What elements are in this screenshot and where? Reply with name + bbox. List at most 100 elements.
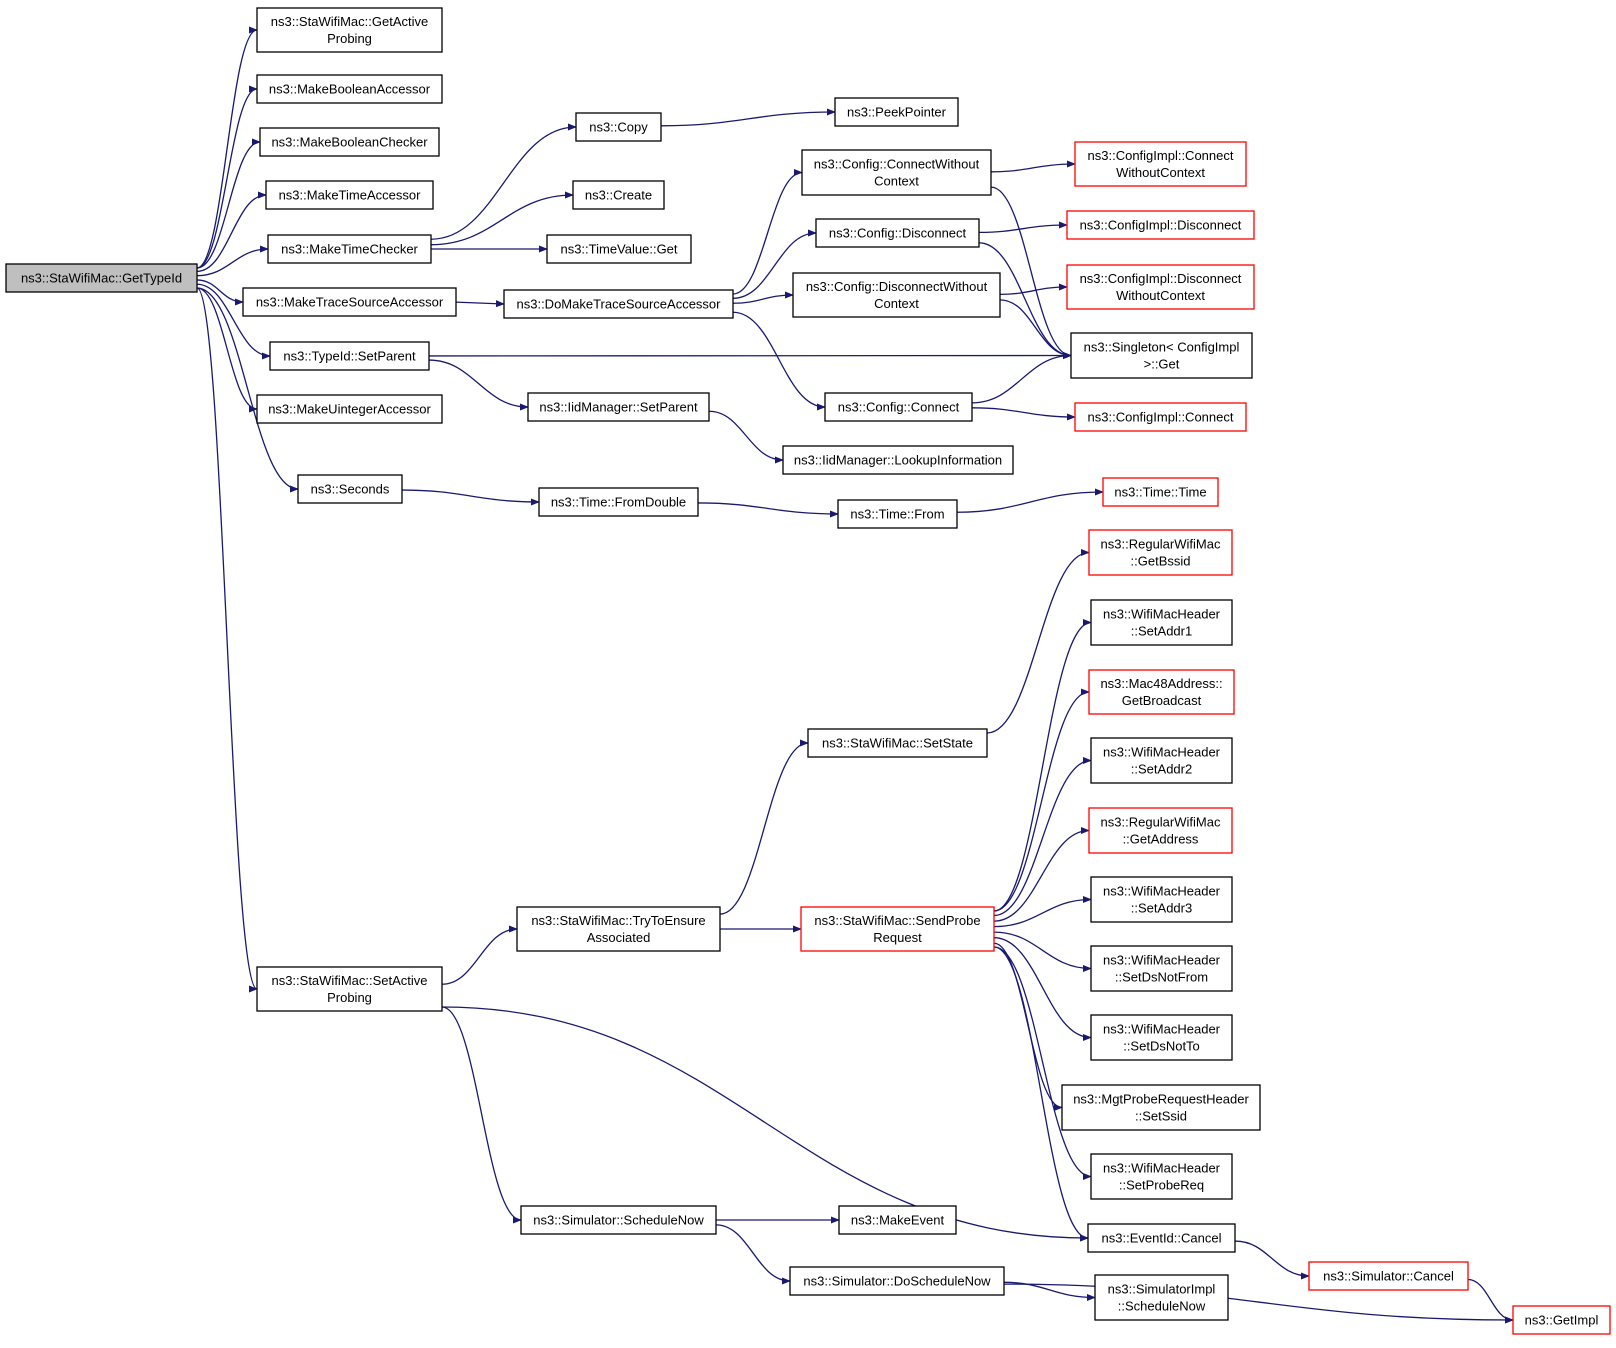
node-timeValueGet[interactable]: ns3::TimeValue::Get bbox=[546, 234, 692, 264]
edge-seconds-to-timeFromDouble bbox=[401, 489, 540, 506]
node-cfgDisconnect[interactable]: ns3::Config::Disconnect bbox=[815, 218, 980, 248]
node-root[interactable]: ns3::StaWifiMac::GetTypeId bbox=[5, 263, 198, 293]
edge-makeTimeChecker-to-copy bbox=[430, 123, 577, 240]
node-setSsid[interactable]: ns3::MgtProbeRequestHeader::SetSsid bbox=[1061, 1084, 1261, 1131]
node-makeBooleanChecker[interactable]: ns3::MakeBooleanChecker bbox=[259, 127, 440, 157]
edge-makeTraceSourceAccessor-to-doMakeTraceSourceAccessor bbox=[455, 300, 505, 308]
node-lookupInformation[interactable]: ns3::IidManager::LookupInformation bbox=[782, 445, 1014, 475]
node-label: ns3::StaWifiMac::SetState bbox=[822, 736, 973, 751]
edge-sendProbe-to-setDsNotTo bbox=[993, 937, 1092, 1042]
node-label: ::SetDsNotFrom bbox=[1115, 970, 1208, 985]
node-makeTimeChecker[interactable]: ns3::MakeTimeChecker bbox=[267, 234, 432, 264]
node-box bbox=[269, 341, 430, 371]
node-implDisconnect[interactable]: ns3::ConfigImpl::Disconnect bbox=[1066, 210, 1255, 240]
node-cfgConnect[interactable]: ns3::Config::Connect bbox=[824, 392, 973, 422]
node-typeIdSetParent[interactable]: ns3::TypeId::SetParent bbox=[269, 341, 430, 371]
node-label: ns3::MakeTraceSourceAccessor bbox=[256, 295, 444, 310]
node-setDsNotTo[interactable]: ns3::WifiMacHeader::SetDsNotTo bbox=[1090, 1014, 1233, 1061]
node-doScheduleNow[interactable]: ns3::Simulator::DoScheduleNow bbox=[789, 1266, 1005, 1296]
node-makeUintegerAccessor[interactable]: ns3::MakeUintegerAccessor bbox=[256, 394, 443, 424]
node-setAddr2[interactable]: ns3::WifiMacHeader::SetAddr2 bbox=[1090, 737, 1233, 784]
node-implScheduleNow[interactable]: ns3::SimulatorImpl::ScheduleNow bbox=[1094, 1274, 1229, 1321]
node-setProbeReq[interactable]: ns3::WifiMacHeader::SetProbeReq bbox=[1090, 1153, 1233, 1200]
node-label: WithoutContext bbox=[1116, 165, 1205, 180]
node-simCancel[interactable]: ns3::Simulator::Cancel bbox=[1308, 1261, 1469, 1291]
node-label: ns3::StaWifiMac::SendProbe bbox=[814, 913, 980, 928]
node-box bbox=[1094, 1274, 1229, 1321]
node-label: ns3::Config::Disconnect bbox=[829, 226, 967, 241]
node-box bbox=[516, 906, 721, 952]
node-implDisconnectWithout[interactable]: ns3::ConfigImpl::DisconnectWithoutContex… bbox=[1066, 264, 1255, 310]
node-setState[interactable]: ns3::StaWifiMac::SetState bbox=[807, 728, 988, 758]
edge-sendProbe-to-setAddr2 bbox=[993, 756, 1092, 917]
node-makeBooleanAccessor[interactable]: ns3::MakeBooleanAccessor bbox=[256, 74, 443, 104]
node-label: ns3::Config::Connect bbox=[838, 400, 960, 415]
node-seconds[interactable]: ns3::Seconds bbox=[297, 474, 403, 504]
node-makeTraceSourceAccessor[interactable]: ns3::MakeTraceSourceAccessor bbox=[242, 287, 457, 317]
node-box bbox=[1066, 210, 1255, 240]
node-label: Probing bbox=[327, 31, 372, 46]
node-create[interactable]: ns3::Create bbox=[572, 180, 665, 210]
edge-sendProbe-to-setAddr3 bbox=[993, 895, 1092, 928]
node-label: ::GetBssid bbox=[1131, 554, 1191, 569]
node-peekPointer[interactable]: ns3::PeekPointer bbox=[834, 97, 959, 127]
edge-tryToEnsure-to-setState bbox=[719, 739, 809, 915]
node-timeTime[interactable]: ns3::Time::Time bbox=[1102, 477, 1219, 507]
node-getAddress[interactable]: ns3::RegularWifiMac::GetAddress bbox=[1088, 807, 1233, 854]
node-box bbox=[789, 1266, 1005, 1296]
node-box bbox=[1074, 402, 1247, 432]
node-setAddr3[interactable]: ns3::WifiMacHeader::SetAddr3 bbox=[1090, 876, 1233, 923]
node-doMakeTraceSourceAccessor[interactable]: ns3::DoMakeTraceSourceAccessor bbox=[503, 289, 734, 319]
node-label: ns3::IidManager::SetParent bbox=[539, 400, 698, 415]
edge-iidSetParent-to-lookupInformation bbox=[708, 410, 784, 464]
node-label: Context bbox=[874, 174, 919, 189]
node-setDsNotFrom[interactable]: ns3::WifiMacHeader::SetDsNotFrom bbox=[1090, 945, 1233, 992]
node-getImpl[interactable]: ns3::GetImpl bbox=[1512, 1305, 1611, 1335]
node-box bbox=[801, 149, 992, 196]
node-label: ns3::IidManager::LookupInformation bbox=[794, 453, 1002, 468]
node-box bbox=[1066, 264, 1255, 310]
node-copy[interactable]: ns3::Copy bbox=[575, 112, 662, 142]
node-box bbox=[1512, 1305, 1611, 1335]
node-label: Probing bbox=[327, 990, 372, 1005]
node-makeTimeAccessor[interactable]: ns3::MakeTimeAccessor bbox=[265, 180, 434, 210]
node-box bbox=[267, 234, 432, 264]
node-getBssid[interactable]: ns3::RegularWifiMac::GetBssid bbox=[1088, 529, 1233, 576]
node-eventIdCancel[interactable]: ns3::EventId::Cancel bbox=[1087, 1223, 1236, 1253]
node-makeEvent[interactable]: ns3::MakeEvent bbox=[838, 1205, 957, 1235]
node-box bbox=[520, 1205, 717, 1235]
node-timeFromDouble[interactable]: ns3::Time::FromDouble bbox=[538, 487, 699, 517]
node-scheduleNow[interactable]: ns3::Simulator::ScheduleNow bbox=[520, 1205, 717, 1235]
node-box bbox=[1090, 599, 1233, 646]
edge-setActiveProbing-to-tryToEnsure bbox=[441, 925, 518, 985]
node-iidSetParent[interactable]: ns3::IidManager::SetParent bbox=[527, 392, 710, 422]
edge-typeIdSetParent-to-iidSetParent bbox=[428, 359, 529, 411]
node-label: ns3::ConfigImpl::Connect bbox=[1088, 148, 1234, 163]
node-label: ns3::StaWifiMac::GetActive bbox=[271, 14, 429, 29]
edge-doMakeTraceSourceAccessor-to-cfgConnect bbox=[732, 311, 826, 411]
node-timeFrom[interactable]: ns3::Time::From bbox=[837, 499, 958, 529]
node-singletonGet[interactable]: ns3::Singleton< ConfigImpl >::Get bbox=[1070, 332, 1253, 379]
edge-root-to-makeTimeChecker bbox=[196, 245, 269, 277]
node-label: ::SetProbeReq bbox=[1119, 1178, 1204, 1193]
edge-simCancel-to-getImpl bbox=[1467, 1278, 1514, 1324]
edge-cfgDisconnectWithout-to-singletonGet bbox=[999, 299, 1072, 360]
edge-sendProbe-to-setAddr1 bbox=[993, 618, 1092, 912]
node-label: ns3::PeekPointer bbox=[847, 105, 947, 120]
node-label: ns3::StaWifiMac::TryToEnsure bbox=[531, 913, 705, 928]
node-getBroadcast[interactable]: ns3::Mac48Address::GetBroadcast bbox=[1088, 669, 1235, 715]
edge-timeFromDouble-to-timeFrom bbox=[697, 502, 839, 518]
node-box bbox=[1088, 669, 1235, 715]
node-implConnect[interactable]: ns3::ConfigImpl::Connect bbox=[1074, 402, 1247, 432]
node-label: ns3::Time::FromDouble bbox=[551, 495, 686, 510]
node-label: ns3::Copy bbox=[589, 120, 648, 135]
node-setAddr1[interactable]: ns3::WifiMacHeader::SetAddr1 bbox=[1090, 599, 1233, 646]
